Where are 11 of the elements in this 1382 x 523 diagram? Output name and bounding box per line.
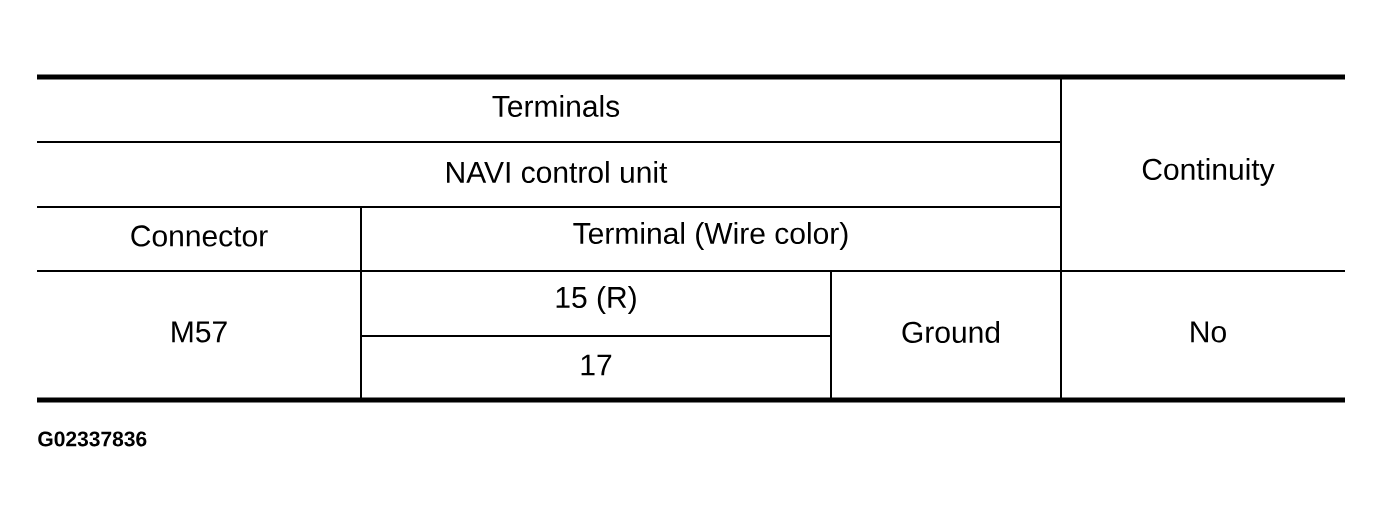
table-text: 15 (R) [556,286,636,314]
table-text: No [1191,321,1226,343]
header-text: Continuity [1142,158,1275,186]
figure-id: G02337836 [38,431,147,447]
table-text: M57 [172,321,227,343]
header-text: Terminal (Wire color) [573,222,848,250]
header-text: Terminals [492,95,620,117]
table-text: 17 [581,354,612,376]
table-text: Ground [902,321,1000,343]
header-text: Connector [131,225,268,247]
header-text: NAVI control unit [447,161,668,183]
